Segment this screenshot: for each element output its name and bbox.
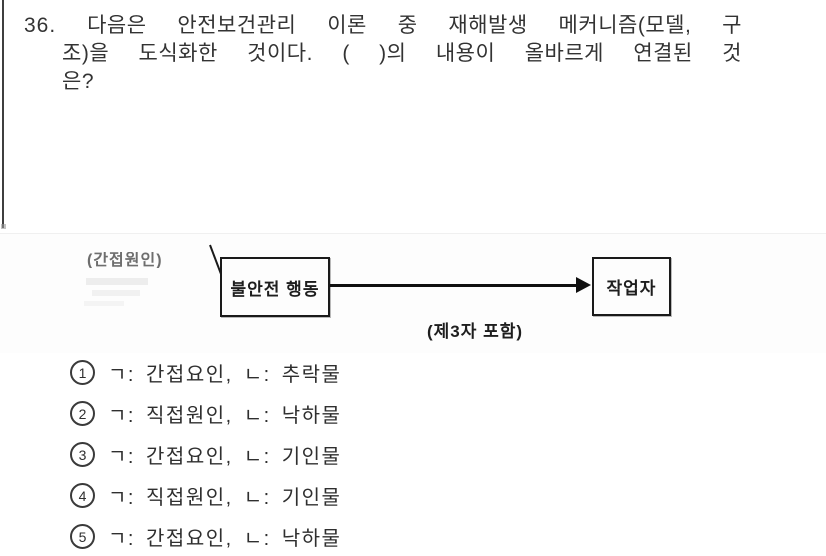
option-3-label: ㄱ: 간접요인, ㄴ: 기인물: [108, 446, 342, 468]
question-line-1: 36. 다음은 안전보건관리 이론 중 재해발생 메커니즘(모델, 구: [24, 12, 742, 40]
question-block: 36. 다음은 안전보건관리 이론 중 재해발생 메커니즘(모델, 구 조)을 …: [24, 12, 742, 96]
option-1-label: ㄱ: 간접요인, ㄴ: 추락물: [108, 364, 342, 386]
worker-box: 작업자: [592, 257, 671, 316]
unsafe-behavior-label: 불안전 행동: [230, 279, 320, 299]
arrow-caption: (제3자 포함): [427, 322, 524, 341]
scan-artifact: [92, 290, 140, 296]
scan-artifact: [84, 301, 124, 306]
arrow-shaft: [330, 284, 580, 287]
option-2-circled-number[interactable]: 2: [70, 401, 95, 426]
scan-border-end-mark: [1, 224, 6, 229]
question-number: 36.: [24, 14, 57, 37]
option-1[interactable]: 1 ㄱ: 간접요인, ㄴ: 추락물: [70, 352, 570, 393]
left-scan-border-line: [2, 0, 4, 228]
option-2-label: ㄱ: 직접원인, ㄴ: 낙하물: [108, 405, 342, 427]
arrow-head-icon: [576, 277, 591, 293]
question-line-2: 조)을 도식화한 것이다. ( )의 내용이 올바르게 연결된 것: [62, 42, 742, 65]
clipped-cause-label: (간접원인): [87, 252, 163, 268]
question-line-3: 은?: [62, 70, 94, 93]
worker-label: 작업자: [606, 279, 657, 298]
option-3[interactable]: 3 ㄱ: 간접요인, ㄴ: 기인물: [70, 434, 570, 475]
unsafe-behavior-box: 불안전 행동: [220, 257, 330, 317]
option-4-circled-number[interactable]: 4: [70, 483, 95, 508]
option-2[interactable]: 2 ㄱ: 직접원인, ㄴ: 낙하물: [70, 393, 570, 434]
option-5-circled-number[interactable]: 5: [70, 524, 95, 549]
option-1-circled-number[interactable]: 1: [70, 360, 95, 385]
option-5-label: ㄱ: 간접요인, ㄴ: 낙하물: [108, 528, 342, 550]
scan-artifact: [86, 278, 148, 285]
option-3-circled-number[interactable]: 3: [70, 442, 95, 467]
option-4-label: ㄱ: 직접원인, ㄴ: 기인물: [108, 487, 342, 509]
question-line-1-text: 다음은 안전보건관리 이론 중 재해발생 메커니즘(모델, 구: [87, 14, 742, 37]
option-4[interactable]: 4 ㄱ: 직접원인, ㄴ: 기인물: [70, 475, 570, 516]
answer-options: 1 ㄱ: 간접요인, ㄴ: 추락물 2 ㄱ: 직접원인, ㄴ: 낙하물 3 ㄱ:…: [70, 352, 570, 556]
option-5[interactable]: 5 ㄱ: 간접요인, ㄴ: 낙하물: [70, 516, 570, 556]
